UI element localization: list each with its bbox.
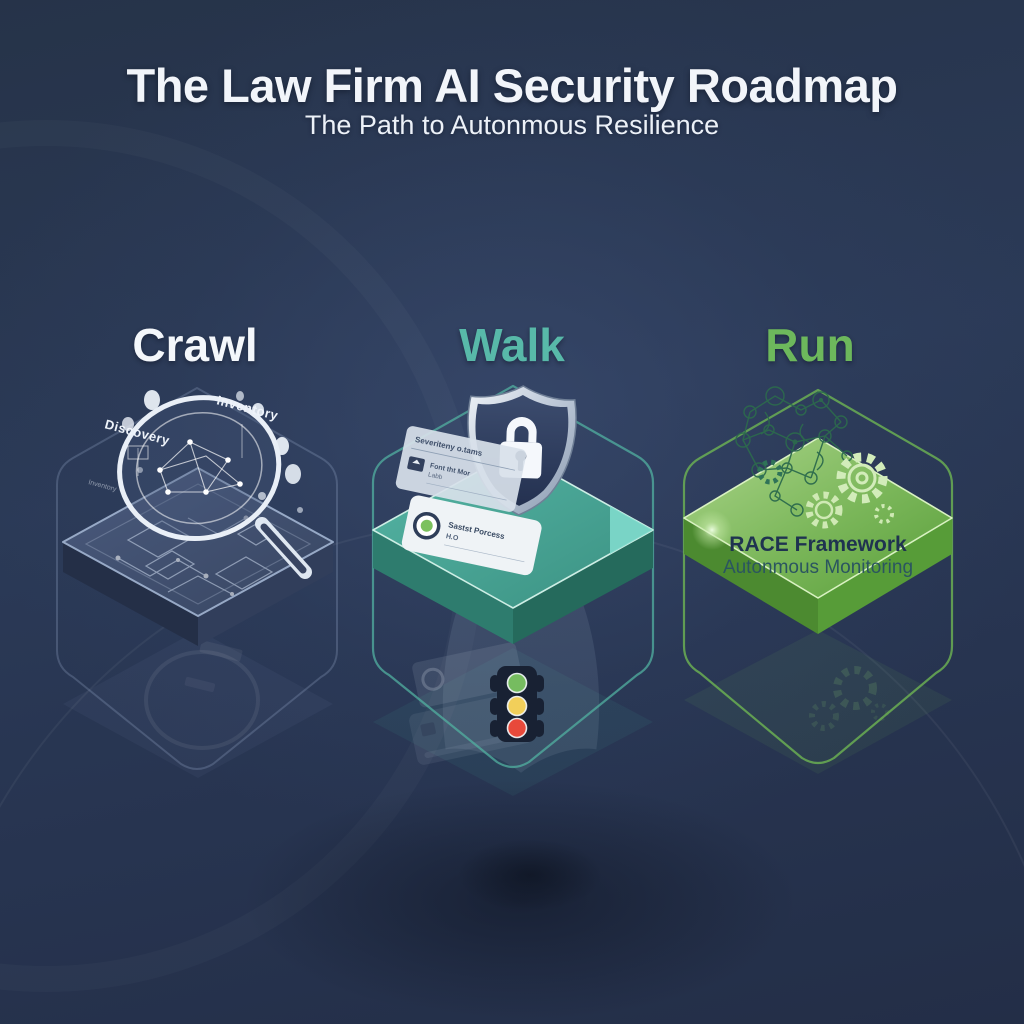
- floating-dots: [122, 390, 303, 513]
- run-text-line1: RACE Framework: [729, 533, 907, 556]
- network-graph-icon: [157, 439, 243, 495]
- red-light: [506, 717, 528, 739]
- page-subtitle: The Path to Autonmous Resilience: [304, 110, 720, 140]
- ai-brain-network-icon: [735, 386, 853, 517]
- stage-label-walk: Walk: [459, 319, 565, 371]
- stage-label-run: Run: [765, 319, 855, 371]
- yellow-light: [506, 695, 528, 717]
- crawl-platform: Discovery Inventory Inventory: [62, 390, 334, 646]
- spot-shadow: [440, 830, 620, 920]
- policy-card-1: Severiteny o.tams Font tht Mor Labb: [395, 426, 527, 512]
- stage-label-crawl: Crawl: [132, 319, 258, 371]
- walk-platform: Severiteny o.tams Font tht Mor Labb Sast…: [372, 385, 654, 644]
- run-platform: RACE Framework Autonmous Monitoring: [683, 386, 953, 634]
- run-text-line2: Autonmous Monitoring: [723, 557, 913, 578]
- traffic-light-icon: [490, 666, 544, 742]
- crawl-board-label: Inventory: [87, 479, 117, 493]
- status-card-2: Sastst Porcess H.O: [401, 495, 542, 576]
- card2-row2: H.O: [445, 533, 459, 543]
- green-light: [506, 672, 528, 694]
- page-title: The Law Firm AI Security Roadmap: [126, 59, 898, 112]
- card1-row2: Labb: [427, 471, 443, 481]
- glow-spot: [692, 510, 732, 550]
- gears-icon: [757, 452, 894, 529]
- magnifying-glass-icon: [117, 395, 312, 579]
